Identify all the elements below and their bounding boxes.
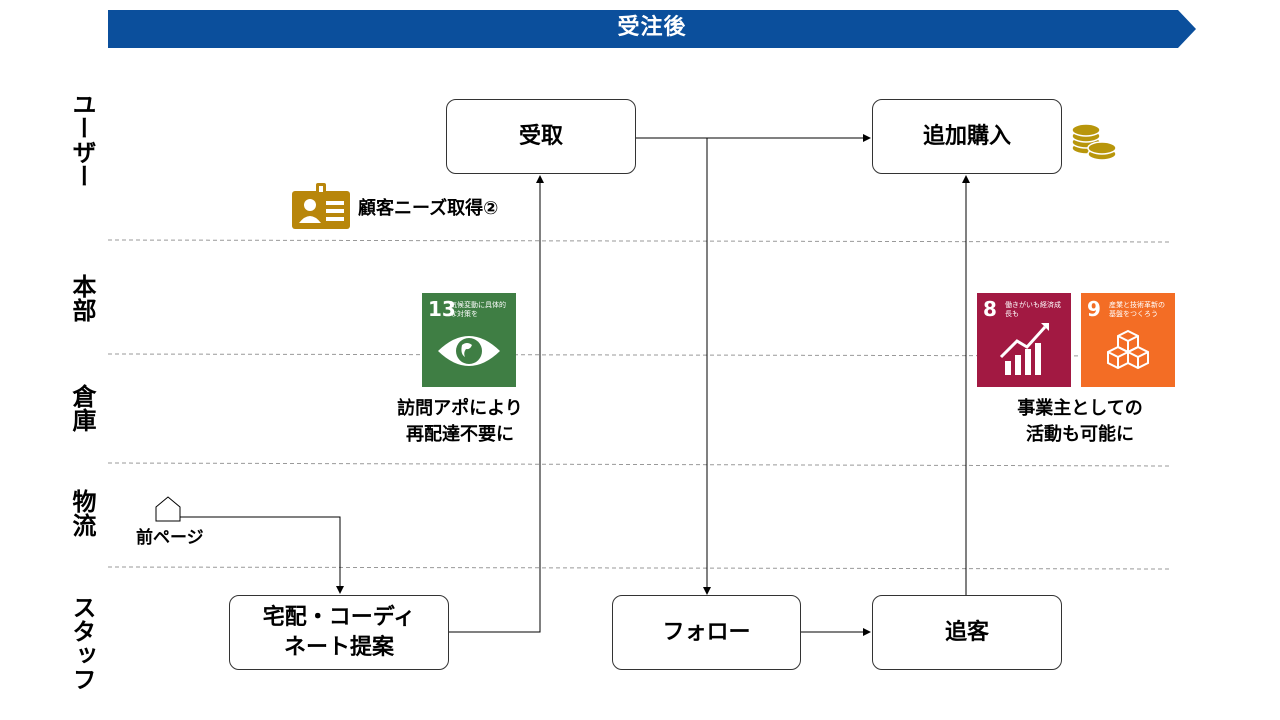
divider-user-hq — [107, 239, 1171, 243]
lane-label-hq: 本部 — [68, 274, 96, 322]
sdg9-tile: 9 産業と技術革新の基盤をつくろう — [1081, 293, 1175, 387]
banner-arrow-shape — [108, 10, 1196, 48]
prev-page-link[interactable]: 前ページ — [136, 528, 204, 548]
sdg9-number: 9 — [1087, 297, 1101, 321]
proposal-label-line1: 宅配・コーディ — [262, 604, 416, 630]
sdg13-text: 気候変動に具体的な対策を — [450, 301, 506, 318]
business-note-line1: 事業主としての — [1017, 398, 1143, 419]
visit-note-line2: 再配達不要に — [406, 424, 514, 445]
visit-note-line1: 訪問アポにより — [397, 398, 523, 419]
additional-purchase-box[interactable]: 追加購入 — [872, 99, 1062, 174]
arrow-prev-page-to-proposal — [178, 516, 344, 594]
sdg13-number: 13 — [428, 297, 456, 321]
receive-box[interactable]: 受取 — [446, 99, 636, 174]
eye-globe-icon — [438, 336, 500, 366]
lane-label-warehouse: 倉庫 — [68, 384, 96, 432]
receive-label: 受取 — [518, 123, 563, 149]
additional-purchase-label: 追加購入 — [922, 123, 1011, 149]
coins-icon — [1071, 123, 1117, 161]
follow-box[interactable]: フォロー — [612, 595, 801, 670]
divider-logistics-staff — [107, 566, 1171, 570]
arrow-proposal-to-receive — [449, 175, 544, 633]
sdg8-text: 働きがいも経済成長も — [1005, 301, 1061, 318]
cubes-icon — [1107, 329, 1149, 370]
divider-warehouse-logistics — [107, 462, 1171, 467]
sdg9-text: 産業と技術革新の基盤をつくろう — [1109, 301, 1165, 318]
business-note-line2: 活動も可能に — [1026, 424, 1134, 445]
proposal-box[interactable]: 宅配・コーディ ネート提案 — [229, 595, 449, 670]
growth-chart-icon — [999, 323, 1049, 375]
home-icon[interactable] — [155, 496, 181, 522]
lane-label-staff: スタッフ — [68, 594, 96, 691]
lane-label-user: ユーザー — [68, 92, 96, 188]
lane-label-logistics: 物流 — [68, 489, 96, 537]
sdg8-number: 8 — [983, 297, 997, 321]
sdg13-tile: 13 気候変動に具体的な対策を — [422, 293, 516, 387]
sdg8-tile: 8 働きがいも経済成長も — [977, 293, 1071, 387]
business-note: 事業主としての 活動も可能に — [990, 396, 1170, 448]
chase-label: 追客 — [944, 619, 989, 645]
id-card-icon — [292, 183, 350, 229]
chase-box[interactable]: 追客 — [872, 595, 1062, 670]
visit-note: 訪問アポにより 再配達不要に — [380, 396, 540, 448]
follow-label: フォロー — [662, 619, 751, 645]
header-banner: 受注後 — [108, 10, 1198, 48]
proposal-label-line2: ネート提案 — [283, 634, 394, 660]
customer-needs-note: 顧客ニーズ取得② — [358, 198, 499, 219]
page-title: 受注後 — [617, 15, 687, 40]
